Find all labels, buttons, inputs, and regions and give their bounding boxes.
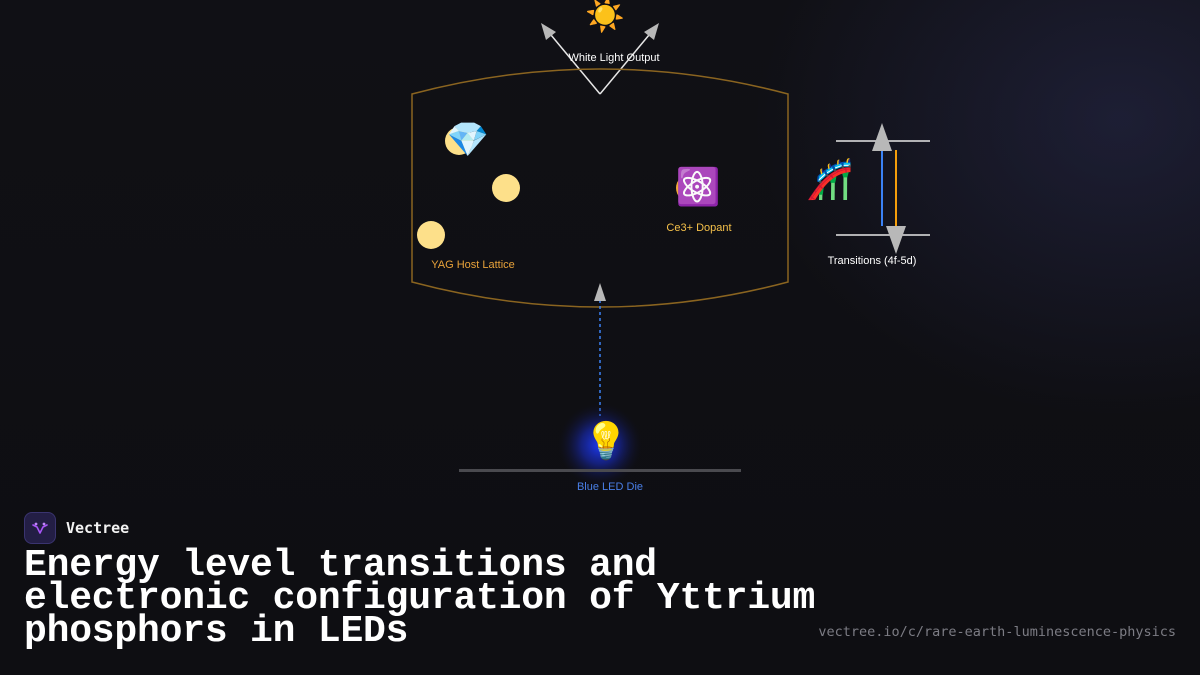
white-light-output-label: White Light Output [568, 52, 659, 64]
excitation-arrowhead [594, 283, 606, 301]
led-substrate [459, 469, 741, 472]
blue-led-glow [558, 403, 642, 487]
white-light-output-arrows [541, 23, 659, 95]
transitions-label: Transitions (4f-5d) [828, 255, 917, 267]
logo-mark [32, 522, 48, 534]
source-url: vectree.io/c/rare-earth-luminescence-phy… [818, 624, 1176, 640]
absorption-arrowhead [872, 123, 892, 151]
crystal-icon: 💎 [447, 122, 489, 159]
lattice-atom [417, 221, 445, 249]
yag-lattice-outline [411, 68, 789, 308]
vectree-logo-icon [24, 512, 56, 544]
light-bulb-icon: 💡 [584, 420, 629, 461]
atom-icon: ⚛️ [676, 166, 721, 207]
energy-ladder-icon: 🎢 [806, 157, 853, 201]
light-ray-left [550, 34, 601, 95]
yag-host-lattice-label: YAG Host Lattice [431, 259, 515, 271]
sun-icon: ☀️ [585, 0, 625, 34]
page-title: Energy level transitions and electronic … [24, 544, 816, 653]
brand: Vectree [24, 512, 129, 544]
lattice-atom [445, 127, 473, 155]
blue-led-die-label: Blue LED Die [577, 481, 643, 493]
energy-level-transitions [836, 123, 930, 254]
arrowhead-left [541, 23, 556, 40]
arrowhead-right [644, 23, 659, 40]
ce-dopant-atom [676, 174, 704, 202]
light-ray-right [599, 34, 650, 95]
lattice-atom [492, 174, 520, 202]
emission-arrowhead [886, 226, 906, 254]
ce3-dopant-label: Ce3+ Dopant [666, 222, 731, 234]
brand-name: Vectree [66, 519, 130, 537]
